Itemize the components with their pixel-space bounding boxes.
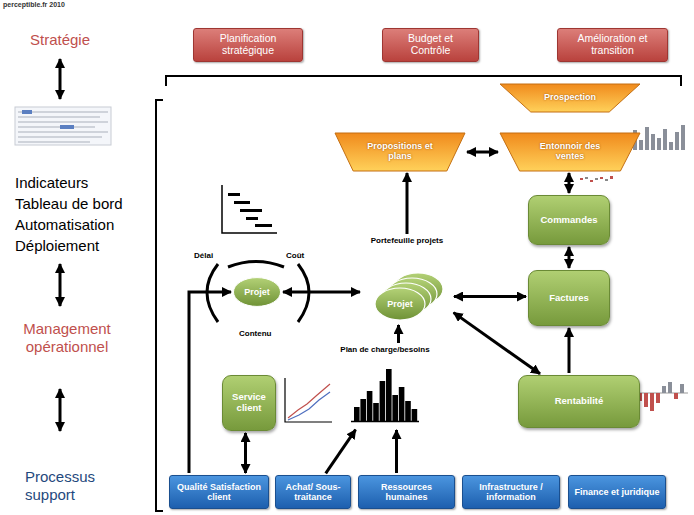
- text-label: Automatisation: [15, 216, 114, 234]
- node-text: Amélioration et transition: [562, 33, 663, 57]
- thumbnail-frame: [15, 107, 111, 145]
- text-label: Déploiement: [15, 237, 99, 255]
- funnel-shape: Propositions et plans: [335, 133, 465, 171]
- node-text: Qualité Satisfaction client: [174, 482, 264, 502]
- node-text: Infrastructure / information: [467, 482, 555, 502]
- connector-arrow: [283, 291, 360, 294]
- double-arrow: [59, 264, 62, 306]
- node-text: Commandes: [540, 215, 597, 226]
- connector-arrow: [454, 295, 526, 298]
- strategy-box: Planification stratégique: [193, 28, 303, 62]
- project-stack-art: [362, 236, 452, 323]
- funnel-shape: Prospection: [500, 84, 640, 112]
- node-text: Planification stratégique: [198, 33, 298, 57]
- funnel-fill: [500, 84, 640, 112]
- node-text: Entonnoir des ventes: [532, 141, 608, 161]
- text-label: Management opérationnel: [8, 320, 126, 356]
- text-label: Stratégie: [30, 31, 90, 49]
- ellipse-fill: [233, 278, 280, 307]
- node-text: Projet: [244, 287, 270, 297]
- strategy-box: Budget et Contrôle: [382, 28, 479, 62]
- text-label: Tableau de bord: [15, 195, 123, 213]
- histogram-bar: [386, 369, 392, 421]
- line-chart-icon: [285, 378, 332, 422]
- connector-arrow: [467, 151, 498, 154]
- histogram-bar: [360, 399, 366, 421]
- histogram-bar: [380, 381, 386, 421]
- text-label: Délai: [194, 251, 213, 261]
- node-text: Ressources humaines: [363, 482, 450, 502]
- connector-arrow: [395, 430, 398, 473]
- node-text: Prospection: [544, 92, 596, 102]
- node-text: Budget et Contrôle: [387, 33, 474, 57]
- project-stack: Portefeuille projetsProjet: [362, 236, 452, 323]
- node-text: Factures: [549, 293, 589, 304]
- connector-arrow: [326, 430, 356, 474]
- text-label: Indicateurs: [15, 174, 88, 192]
- node-heading: Portefeuille projets: [371, 236, 443, 246]
- node-text: Service client: [226, 392, 272, 413]
- double-arrow: [59, 59, 62, 99]
- support-box: Ressources humaines: [358, 475, 455, 509]
- text-label: perceptible.fr 2010: [3, 1, 65, 9]
- histogram-bar: [354, 407, 360, 421]
- funnel-shape: Entonnoir des ventes: [500, 133, 640, 171]
- dashboard-thumbnail: [15, 107, 111, 145]
- histogram-axis: [351, 421, 419, 423]
- text-label: Contenu: [239, 329, 271, 339]
- gantt-icon: [222, 185, 277, 233]
- histogram-bar: [367, 391, 373, 421]
- histogram-bar: [392, 395, 398, 421]
- node-text: Finance et juridique: [574, 487, 659, 497]
- node-text: Rentabilité: [555, 396, 604, 407]
- connector-arrow: [568, 328, 571, 373]
- connector-arrow: [568, 173, 571, 193]
- load-histogram: Plan de charge/besoins: [335, 345, 435, 428]
- thumbnail-mark: [22, 110, 32, 114]
- connector-arrow: [568, 247, 571, 268]
- histogram-art: [350, 361, 420, 425]
- process-box: Commandes: [528, 195, 610, 245]
- thumbnail-rows: [18, 112, 108, 142]
- text-label: Processus support: [25, 468, 125, 504]
- funnel-fill: [335, 133, 465, 171]
- project-ellipse: Projet: [233, 277, 281, 307]
- funnel-fill: [500, 133, 640, 171]
- support-box: Finance et juridique: [568, 475, 666, 509]
- node-text: Achat/ Sous-traitance: [280, 482, 346, 502]
- histogram-bar: [405, 401, 411, 421]
- text-label: Coût: [286, 251, 304, 261]
- node-text: Propositions et plans: [367, 141, 433, 161]
- bracket: [156, 100, 163, 511]
- connector-arrow: [406, 173, 409, 234]
- strategy-box: Amélioration et transition: [557, 28, 668, 62]
- node-text: Projet: [375, 288, 425, 320]
- sparkline-icon: [580, 176, 613, 182]
- node-heading: Plan de charge/besoins: [340, 345, 429, 355]
- histogram-bar: [373, 403, 379, 421]
- support-box: Achat/ Sous-traitance: [275, 475, 351, 509]
- thumbnail-mark: [60, 125, 74, 129]
- support-box: Qualité Satisfaction client: [169, 475, 269, 509]
- project-ellipse: [375, 288, 425, 320]
- support-box: Infrastructure / information: [462, 475, 560, 509]
- connector-arrow: [454, 313, 540, 374]
- connector-arrow: [397, 325, 400, 343]
- process-box: Service client: [222, 375, 276, 431]
- histogram-bar: [412, 409, 418, 421]
- process-box: Factures: [528, 270, 610, 326]
- histogram-bar: [399, 387, 405, 421]
- process-box: Rentabilité: [518, 375, 640, 428]
- double-arrow: [59, 389, 62, 431]
- connector-arrow: [244, 433, 247, 473]
